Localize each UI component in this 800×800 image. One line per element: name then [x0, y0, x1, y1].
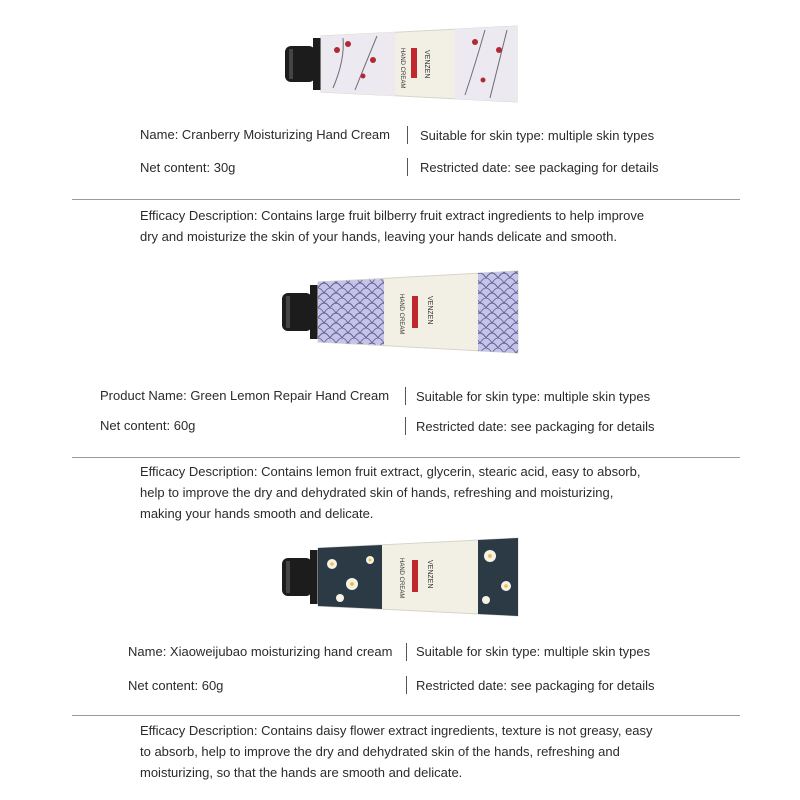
- efficacy-line: Efficacy Description: Contains daisy flo…: [140, 723, 653, 738]
- net-content-value: : 60g: [166, 418, 196, 433]
- section-rule: [72, 457, 740, 458]
- efficacy-line: moisturizing, so that the hands are smoo…: [140, 765, 463, 780]
- product-name-value: : Green Lemon Repair Hand Cream: [183, 388, 390, 403]
- efficacy-line: dry and moisturize the skin of your hand…: [140, 229, 617, 244]
- tube-label: HAND CREAM: [399, 48, 405, 88]
- section-rule: [72, 715, 740, 716]
- efficacy-line: Efficacy Description: Contains large fru…: [140, 208, 645, 223]
- skin-type: Suitable for skin type: multiple skin ty…: [420, 128, 655, 143]
- lemon-tube-image: VENZEN HAND CREAM: [282, 270, 519, 354]
- section-rule: [72, 199, 740, 200]
- net-content-label: Net content: [100, 418, 167, 433]
- net-content: Net content: 60g: [128, 678, 223, 694]
- skin-type: Suitable for skin type: multiple skin ty…: [416, 389, 651, 404]
- divider: [406, 676, 407, 694]
- product-name-label: Name: [128, 644, 163, 659]
- product-name: Name: Cranberry Moisturizing Hand Cream: [140, 127, 390, 143]
- product-name-label: Product Name: [100, 388, 184, 403]
- efficacy-description: Efficacy Description: Contains daisy flo…: [140, 720, 700, 783]
- tube-brand: VENZEN: [423, 50, 430, 78]
- efficacy-line: help to improve the dry and dehydrated s…: [140, 485, 614, 500]
- tube-brand: VENZEN: [426, 560, 433, 588]
- net-content: Net content: 30g: [140, 160, 235, 176]
- product-name-value: : Cranberry Moisturizing Hand Cream: [174, 127, 390, 142]
- cranberry-tube-image: VENZEN HAND CREAM: [285, 25, 518, 103]
- restricted-date: Restricted date: see packaging for detai…: [420, 160, 659, 175]
- divider: [405, 417, 406, 435]
- product-name: Product Name: Green Lemon Repair Hand Cr…: [100, 388, 389, 404]
- net-content-value: ontent: 60g: [158, 678, 224, 693]
- net-content-label: Net: [140, 160, 161, 175]
- tube-label: HAND CREAM: [398, 558, 404, 598]
- efficacy-description: Efficacy Description: Contains large fru…: [140, 205, 700, 247]
- restricted-date: Restricted date: see packaging for detai…: [416, 419, 655, 434]
- efficacy-description: Efficacy Description: Contains lemon fru…: [140, 461, 700, 524]
- restricted-date: Restricted date: see packaging for detai…: [416, 678, 655, 693]
- divider: [407, 158, 408, 176]
- product-name-label: Name: [140, 127, 175, 142]
- divider: [405, 387, 406, 405]
- net-content-label: Net c: [128, 678, 159, 693]
- divider: [406, 643, 407, 661]
- divider: [407, 126, 408, 144]
- product-name: Name: Xiaoweijubao moisturizing hand cre…: [128, 644, 392, 660]
- tube-label: HAND CREAM: [398, 294, 404, 334]
- efficacy-line: making your hands smooth and delicate.: [140, 506, 374, 521]
- tube-brand: VENZEN: [426, 296, 433, 324]
- skin-type: Suitable for skin type: multiple skin ty…: [416, 644, 651, 659]
- efficacy-line: Efficacy Description: Contains lemon fru…: [140, 464, 641, 479]
- product-name-value: : Xiaoweijubao moisturizing hand cream: [162, 644, 393, 659]
- daisy-tube-image: VENZEN HAND CREAM: [282, 537, 519, 617]
- net-content-value: content: 30g: [160, 160, 236, 175]
- efficacy-line: to absorb, help to improve the dry and d…: [140, 744, 620, 759]
- net-content: Net content: 60g: [100, 418, 195, 434]
